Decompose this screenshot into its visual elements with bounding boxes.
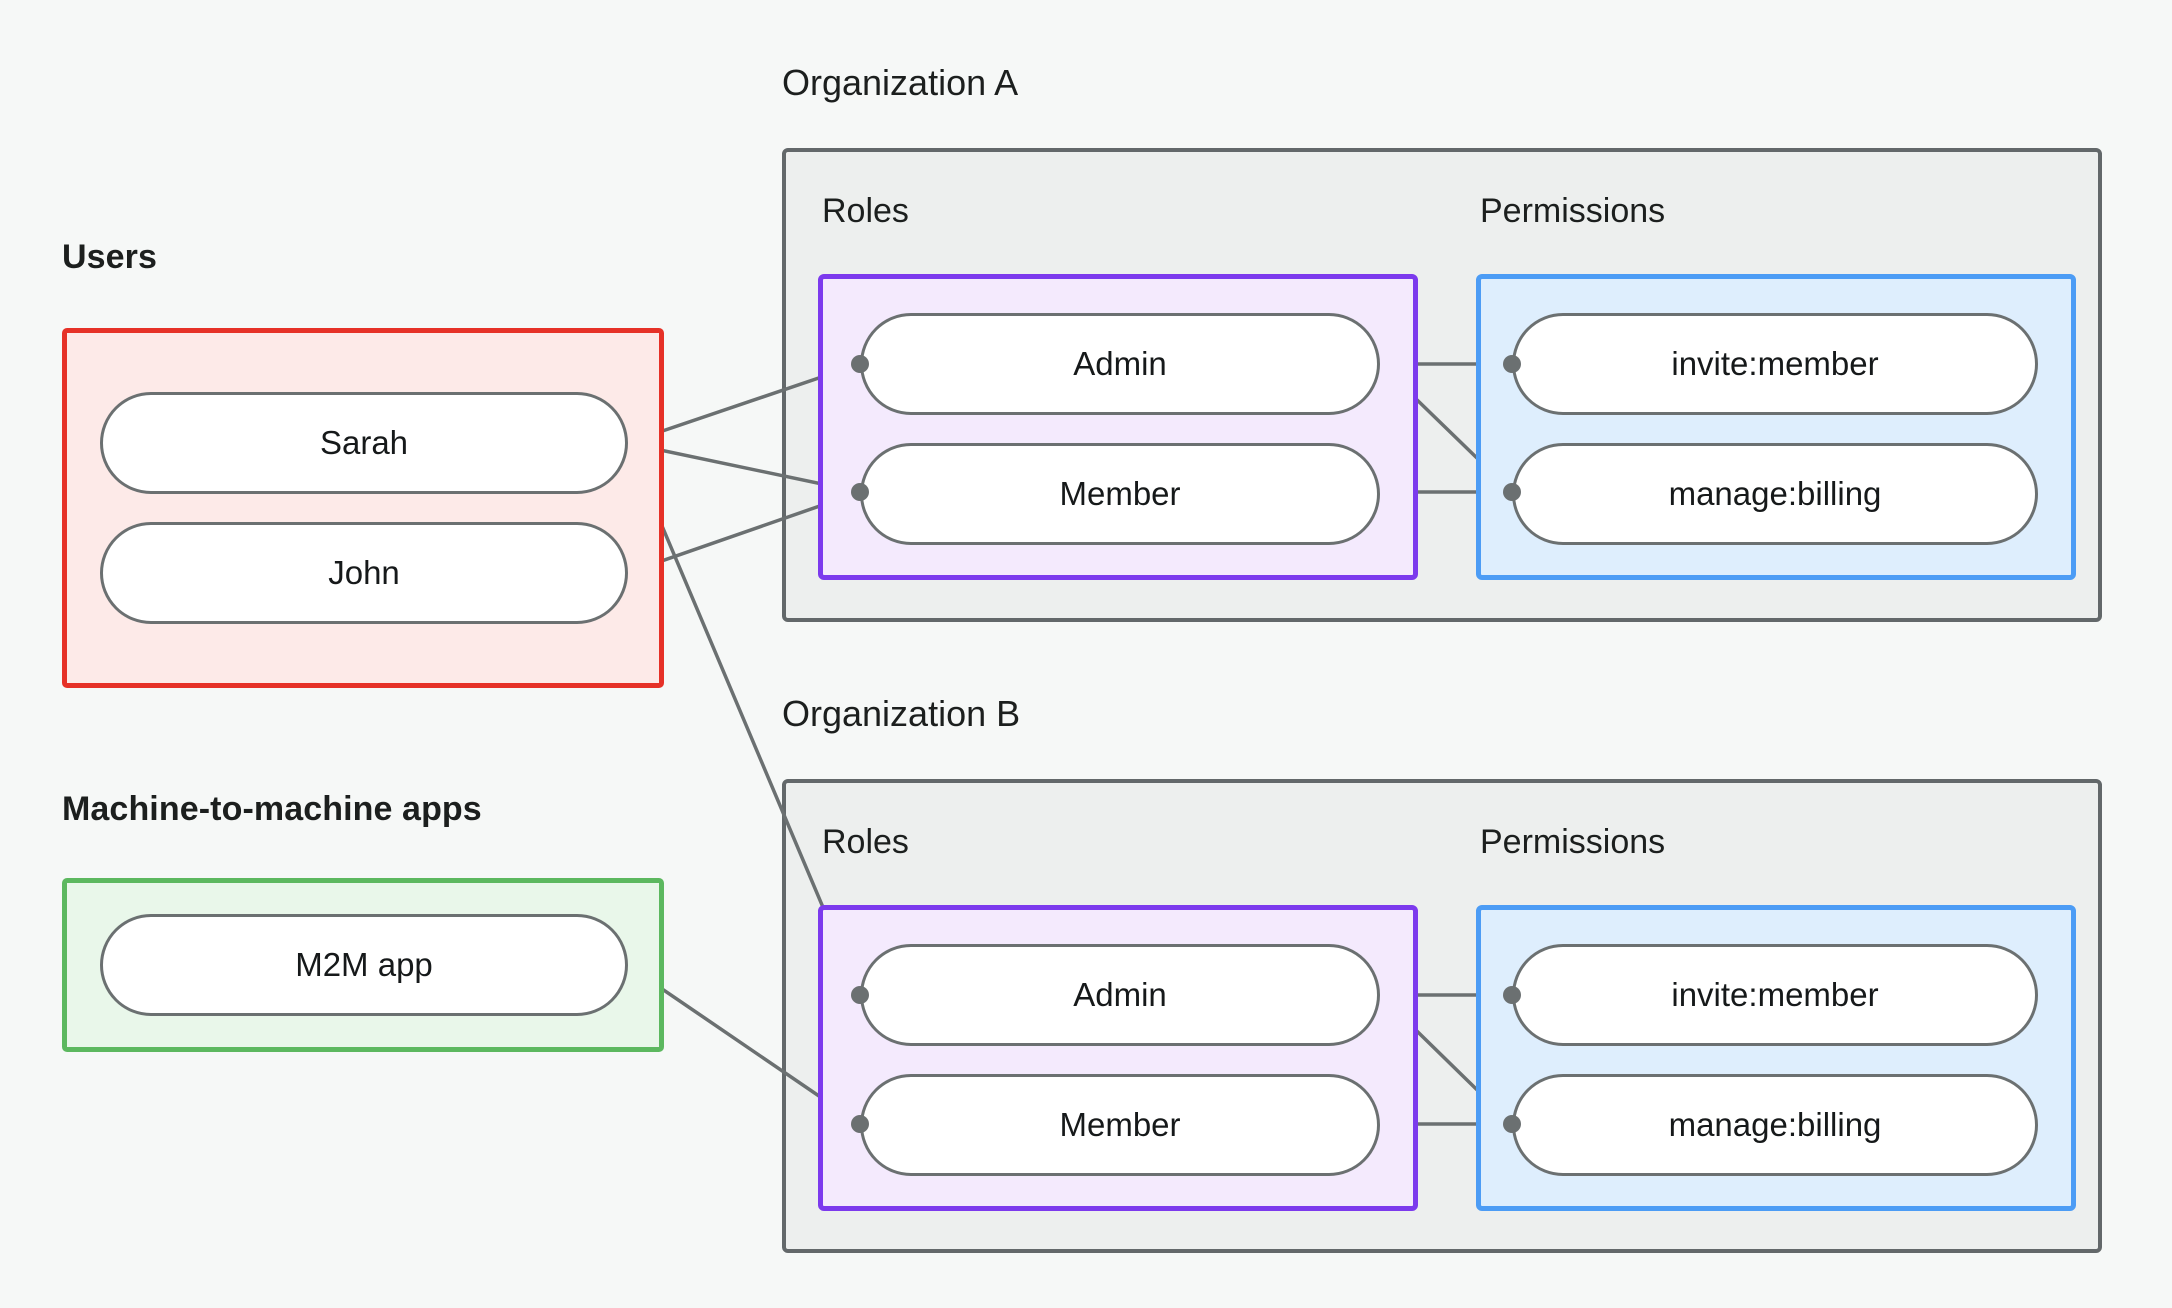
org-b-role-admin[interactable]: Admin — [860, 944, 1380, 1046]
edge-endpoint-dot-org-b-admin — [851, 986, 869, 1004]
edge-endpoint-dot-org-a-invite — [1503, 355, 1521, 373]
m2m-node-app[interactable]: M2M app — [100, 914, 628, 1016]
org-b-permission-manage-billing[interactable]: manage:billing — [1512, 1074, 2038, 1176]
edge-endpoint-dot-org-a-admin — [851, 355, 869, 373]
org-a-label: Organization A — [782, 62, 1019, 103]
edge-endpoint-dot-org-a-member — [851, 483, 869, 501]
users-group-box — [62, 328, 664, 688]
edge-endpoint-dot-org-a-billing — [1503, 483, 1521, 501]
org-a-roles-label: Roles — [822, 192, 909, 230]
user-node-john[interactable]: John — [100, 522, 628, 624]
org-b-permissions-label: Permissions — [1480, 823, 1666, 861]
org-a-role-member[interactable]: Member — [860, 443, 1380, 545]
org-a-permission-invite-member[interactable]: invite:member — [1512, 313, 2038, 415]
org-a-role-admin[interactable]: Admin — [860, 313, 1380, 415]
user-node-sarah[interactable]: Sarah — [100, 392, 628, 494]
org-b-label: Organization B — [782, 693, 1021, 734]
org-b-permission-invite-member[interactable]: invite:member — [1512, 944, 2038, 1046]
m2m-group-label: Machine-to-machine apps — [62, 790, 482, 828]
edge-endpoint-dot-org-b-billing — [1503, 1115, 1521, 1133]
users-group-label: Users — [62, 238, 158, 276]
org-b-role-member[interactable]: Member — [860, 1074, 1380, 1176]
edge-endpoint-dot-org-b-invite — [1503, 986, 1521, 1004]
edge-endpoint-dot-org-b-member — [851, 1115, 869, 1133]
org-b-roles-label: Roles — [822, 823, 909, 861]
org-a-permission-manage-billing[interactable]: manage:billing — [1512, 443, 2038, 545]
org-a-permissions-label: Permissions — [1480, 192, 1666, 230]
